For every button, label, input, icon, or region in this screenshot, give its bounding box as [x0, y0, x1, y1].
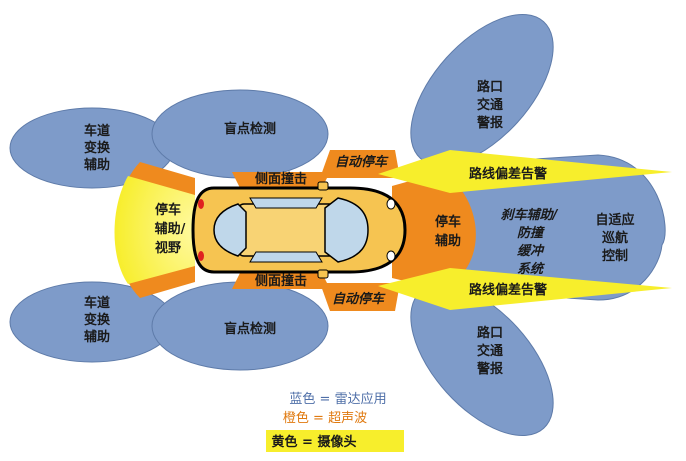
side-impact-bottom-label: 侧面撞击	[255, 273, 307, 289]
lane-change-bottom-line3: 辅助	[84, 329, 110, 345]
lane-departure-top-label: 路线偏差告警	[469, 166, 547, 182]
auto-park-zone-top	[320, 150, 400, 178]
front-park-line1: 停车	[435, 214, 461, 230]
lane-departure-zone-top	[378, 150, 672, 193]
legend-camera: 黄色 = 摄像头	[272, 434, 357, 450]
crossing-top-line1: 路口	[477, 79, 503, 95]
blind-spot-top-label: 盲点检测	[224, 121, 276, 137]
rear-park-line1: 停车	[155, 202, 181, 218]
front-radar-zone	[439, 154, 666, 301]
radar-zones	[9, 13, 666, 437]
tail-light-top	[198, 199, 204, 209]
crossing-bottom-line2: 交通	[477, 343, 503, 359]
rear-park-line2: 辅助/	[155, 221, 186, 237]
acc-line1: 自适应	[595, 212, 634, 228]
car-illustration	[191, 181, 407, 279]
legend-radar: 蓝色 = 雷达应用	[289, 391, 386, 407]
lane-departure-bottom-label: 路线偏差告警	[469, 282, 547, 298]
brake-assist-line2: 防撞	[517, 225, 545, 241]
car-side-window-bottom	[249, 251, 323, 263]
auto-park-zone-bottom	[320, 283, 400, 311]
crossing-bottom-line1: 路口	[477, 325, 503, 341]
side-impact-zone-bottom	[232, 273, 330, 289]
crossing-bottom-line3: 警报	[477, 361, 504, 377]
rear-park-line3: 视野	[155, 240, 181, 256]
lane-change-top-line3: 辅助	[84, 157, 110, 173]
car-mirror-bottom	[317, 269, 329, 279]
auto-park-bottom-label: 自动停车	[332, 291, 386, 307]
side-impact-zone-top	[232, 172, 330, 188]
crossing-alert-zone-top	[410, 13, 554, 167]
crossing-top-line3: 警报	[477, 115, 504, 131]
acc-line2: 巡航	[602, 230, 628, 246]
auto-park-top-label: 自动停车	[335, 154, 389, 170]
brake-assist-line1: 刹车辅助/	[501, 207, 559, 223]
car-side-window-top	[249, 197, 323, 209]
brake-assist-line4: 系统	[517, 261, 545, 277]
blind-spot-bottom-label: 盲点检测	[224, 321, 276, 337]
brake-assist-line3: 缓冲	[517, 243, 545, 259]
front-ultrasonic-zone	[392, 172, 476, 290]
rear-camera-zone	[114, 176, 195, 284]
acc-line3: 控制	[602, 248, 628, 264]
zone-labels: 车道 变换 辅助 车道 变换 辅助 盲点检测 盲点检测 侧面撞击 侧面撞击 自动…	[84, 79, 635, 377]
car-windshield	[324, 197, 369, 263]
crossing-top-line2: 交通	[477, 97, 503, 113]
lane-change-top-line1: 车道	[84, 123, 110, 139]
legend: 蓝色 = 雷达应用 橙色 = 超声波 黄色 = 摄像头	[266, 391, 404, 452]
side-impact-top-label: 侧面撞击	[255, 171, 307, 187]
lane-change-bottom-line1: 车道	[84, 295, 110, 311]
car-rear-window	[213, 203, 247, 257]
car-roof	[237, 203, 339, 257]
headlight-bottom	[386, 250, 396, 262]
tail-light-bottom	[198, 251, 204, 261]
lane-change-top-line2: 变换	[84, 140, 111, 156]
lane-departure-zone-bottom	[378, 268, 672, 310]
camera-zones	[114, 150, 672, 310]
headlight-top	[386, 198, 396, 210]
car-mirror-top	[317, 181, 329, 191]
lane-change-bottom-line2: 变换	[84, 312, 111, 328]
legend-camera-swatch	[266, 430, 404, 452]
legend-ultrasonic: 橙色 = 超声波	[283, 410, 367, 426]
front-park-line2: 辅助	[435, 233, 461, 249]
